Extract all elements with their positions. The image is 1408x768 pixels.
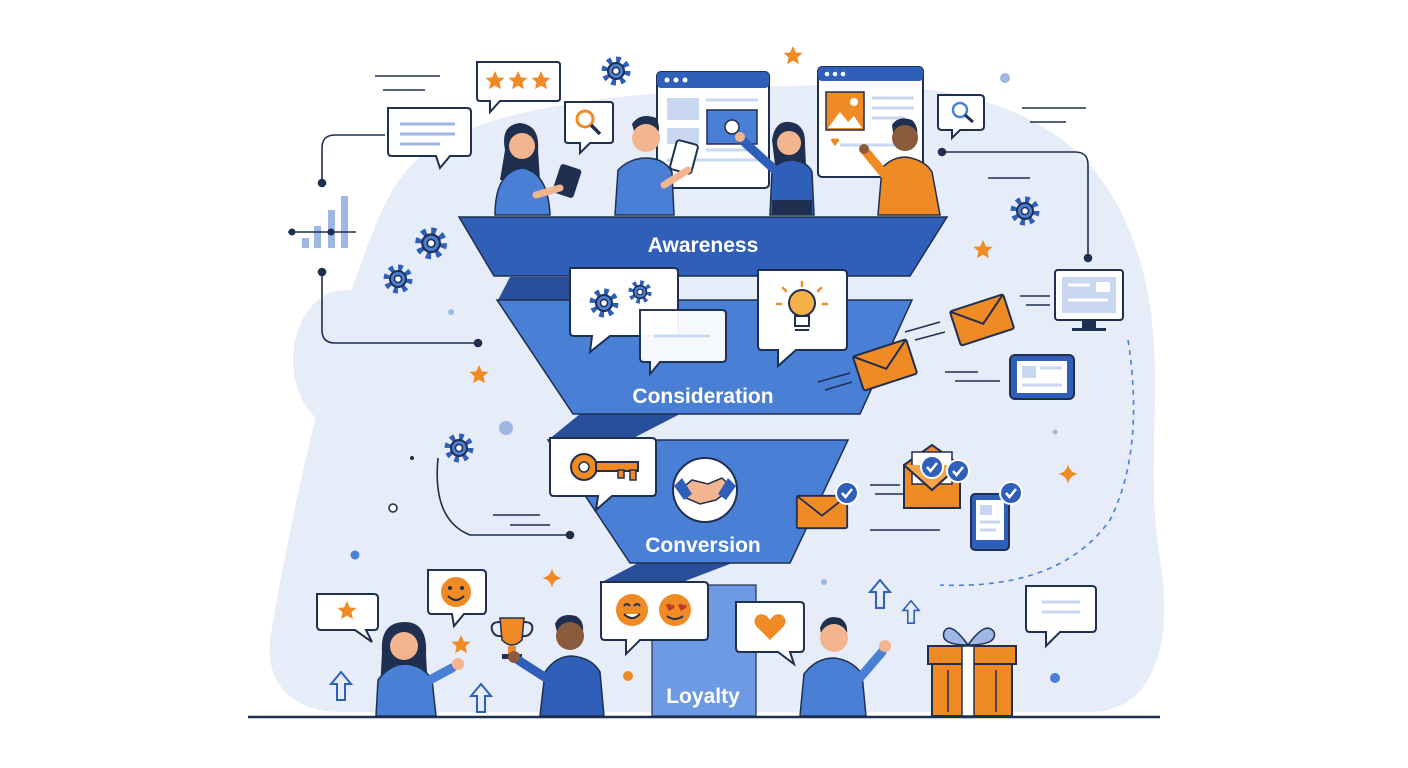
tablet-icon <box>970 480 1024 551</box>
funnel-stage-awareness <box>457 216 949 277</box>
open-envelope-icon <box>903 443 971 509</box>
gear-icon <box>605 60 627 82</box>
person-man-pointing-up <box>799 617 891 717</box>
stage-label-loyalty: Loyalty <box>666 685 740 708</box>
checkmark-icon <box>945 458 971 484</box>
funnel-twist <box>600 562 735 583</box>
stage-label-consideration: Consideration <box>632 385 773 408</box>
smiley-chat-bubble-icon <box>600 581 709 657</box>
person-man-with-phone <box>614 116 699 216</box>
stage-label-awareness: Awareness <box>648 234 759 257</box>
checkmark-icon <box>834 480 860 506</box>
checkmark-icon <box>919 454 945 480</box>
star-icon <box>783 46 803 65</box>
image-card-icon <box>817 66 924 178</box>
search-icon <box>937 94 985 141</box>
person-man-with-trophy <box>508 615 605 717</box>
smiley-chat-bubble-icon <box>427 569 487 629</box>
star-chat-bubble-icon <box>316 593 379 643</box>
chat-bubble-icon <box>1025 585 1097 649</box>
heart-chat-bubble-icon <box>735 601 805 667</box>
motion-lines <box>817 321 946 391</box>
monitor-icon <box>1054 269 1124 331</box>
checkmark-icon <box>998 480 1024 506</box>
gift-icon <box>927 627 1017 717</box>
handshake-icon <box>672 457 738 523</box>
search-icon <box>564 101 614 156</box>
person-woman-with-tablet <box>494 123 582 216</box>
funnel-twist <box>498 277 590 305</box>
person-woman-pointing <box>735 121 815 216</box>
key-icon <box>549 437 657 513</box>
person-woman-bottom <box>375 622 464 717</box>
bar-chart-icon <box>288 196 356 248</box>
tablet-icon <box>1009 354 1075 400</box>
lightbulb-icon <box>757 269 848 369</box>
star-rating-icon <box>476 61 561 115</box>
stage-label-conversion: Conversion <box>645 534 761 557</box>
decorative-dots <box>350 73 1060 683</box>
chat-bubble-icon <box>387 107 472 171</box>
connector-lines <box>317 75 1135 587</box>
chat-bubble-icon <box>639 309 727 377</box>
person-man-orange-shirt <box>859 118 941 216</box>
